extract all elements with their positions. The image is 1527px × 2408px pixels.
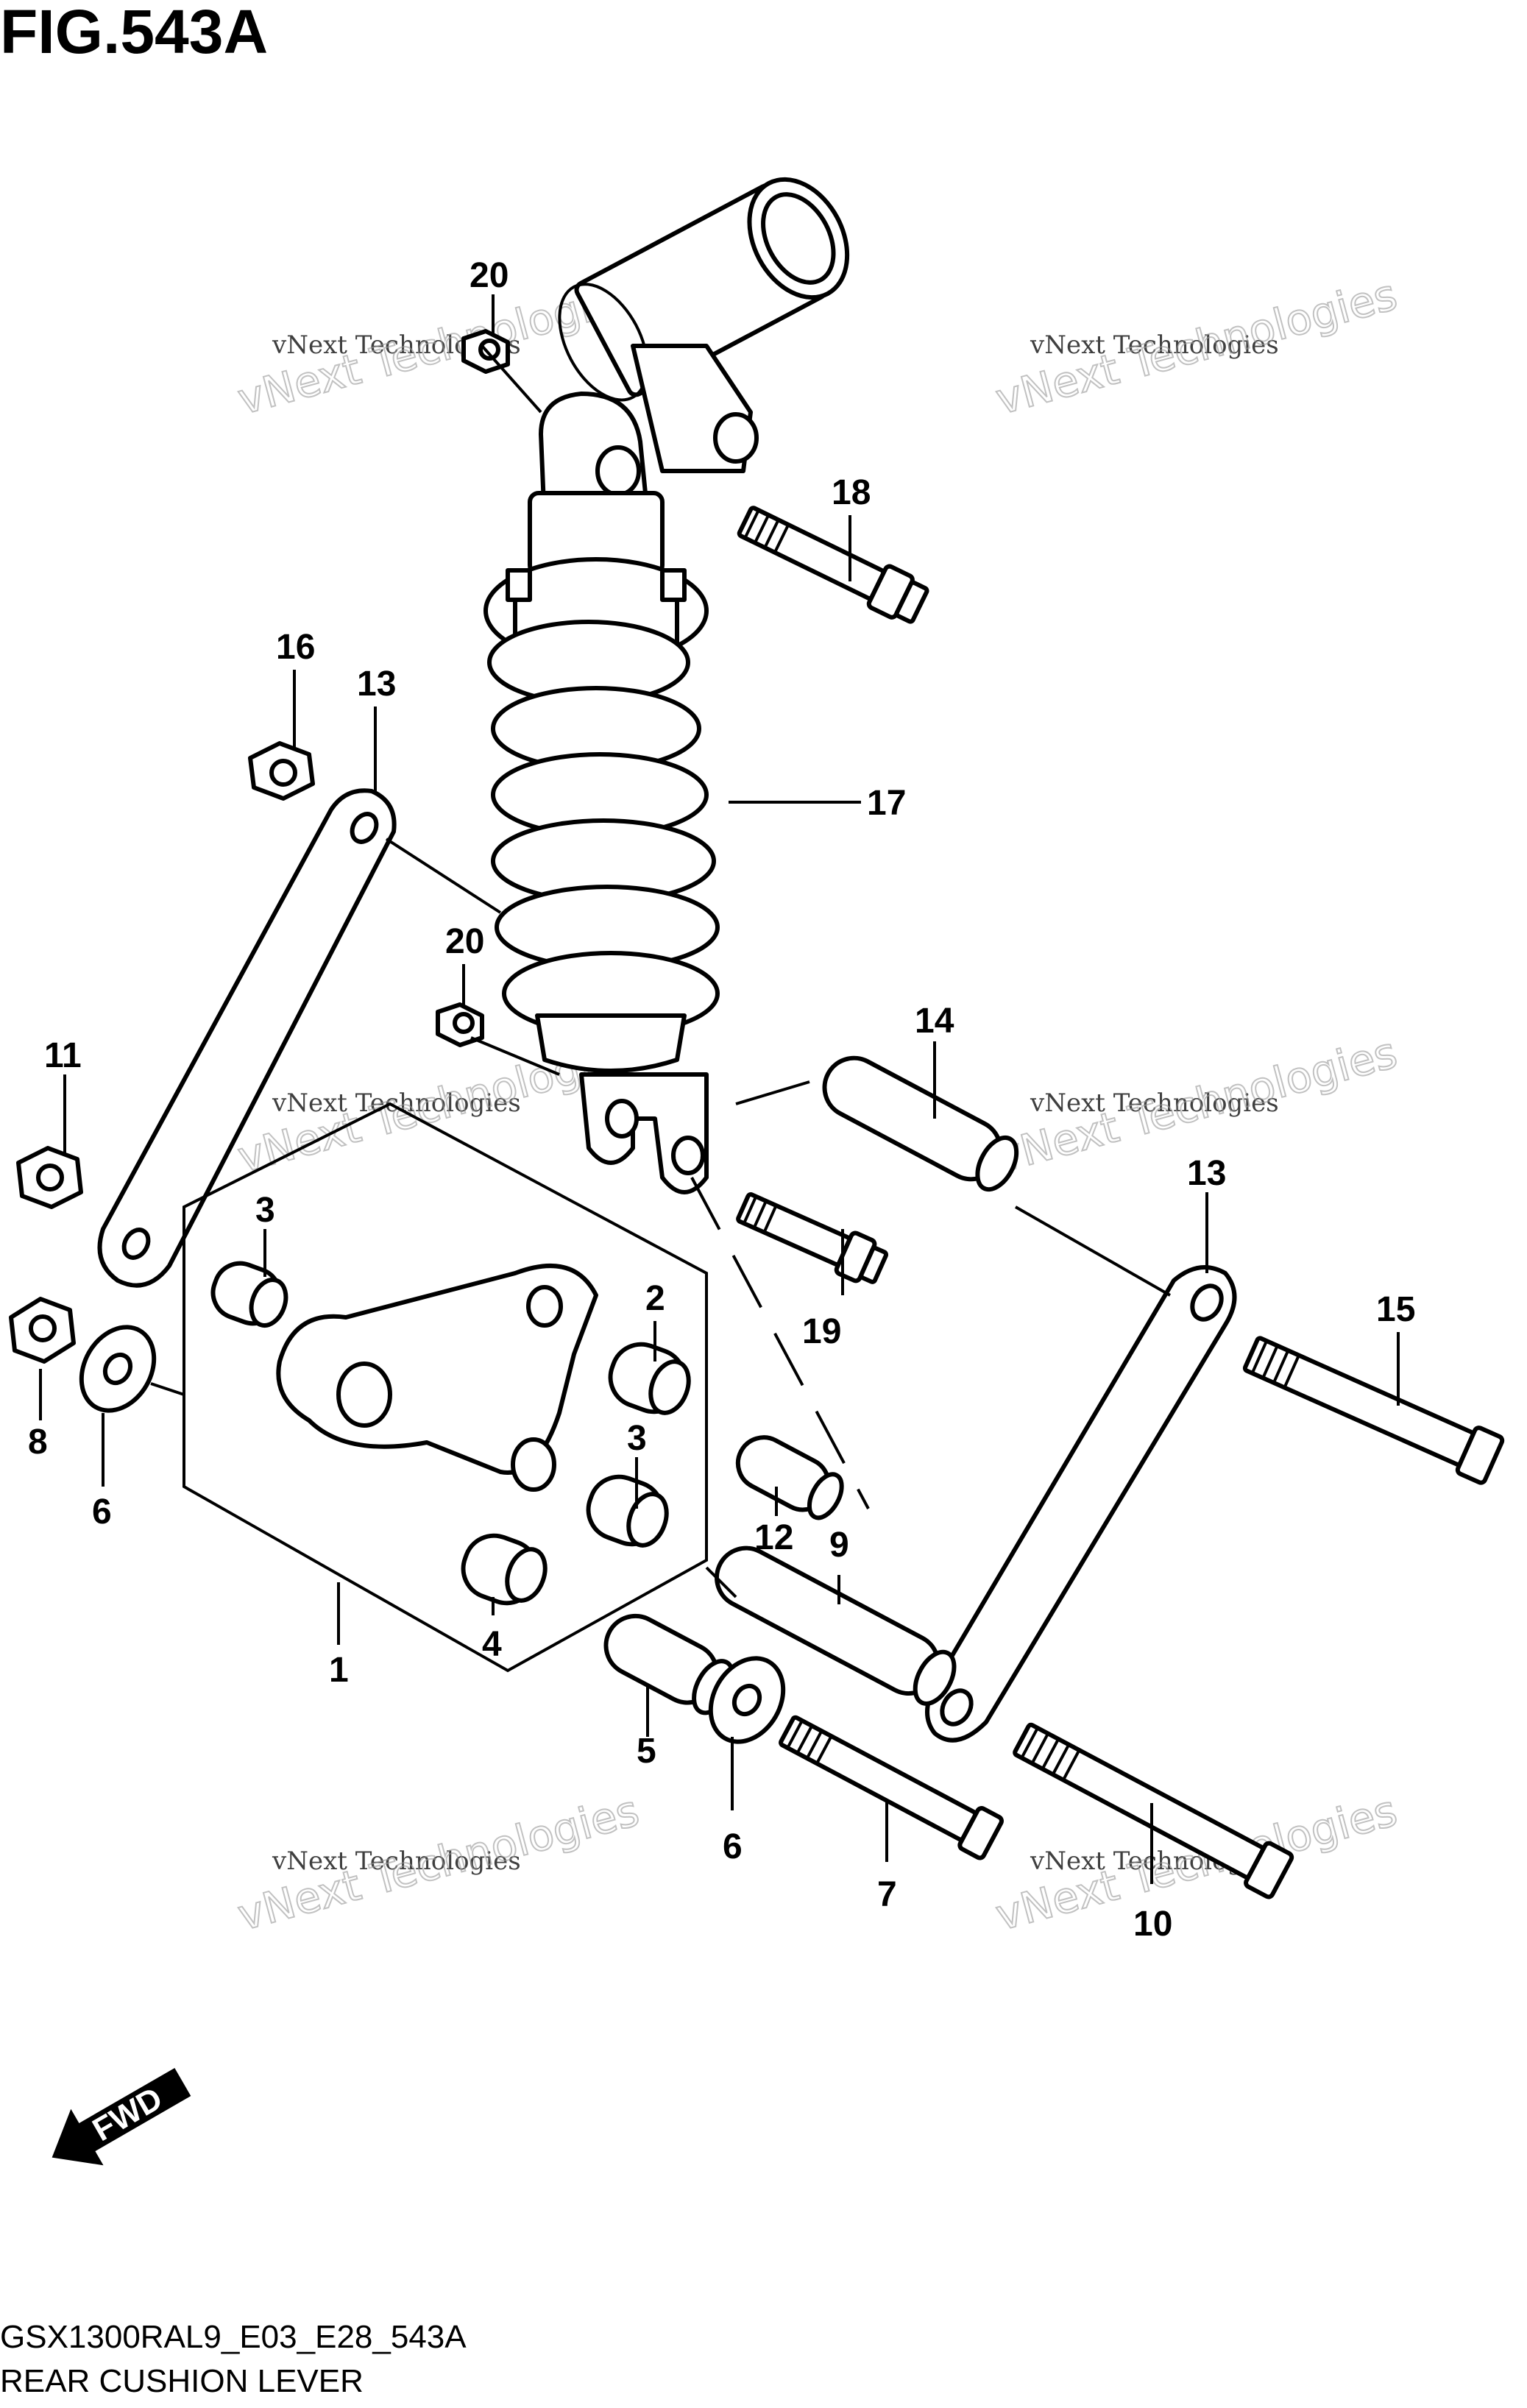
coil-spring [487, 620, 720, 1036]
washer-6-left [79, 1325, 157, 1413]
bearing-3-lower [586, 1474, 669, 1548]
tie-rod-13-right [925, 1265, 1237, 1743]
nut-16 [248, 741, 315, 801]
nut-8 [9, 1297, 76, 1364]
assembly-lines [150, 344, 1171, 1598]
callout-20-top: 20 [470, 256, 509, 295]
svg-text:vNext Technologies: vNext Technologies [1030, 330, 1279, 360]
callout-20-lower: 20 [445, 922, 484, 961]
callout-3-upper: 3 [255, 1191, 275, 1230]
cushion-lever-assembly [183, 1102, 708, 1673]
bolt-10 [1013, 1722, 1294, 1899]
figure-title: FIG.543A [0, 0, 268, 66]
spacer-9 [715, 1545, 957, 1706]
callout-13-right: 13 [1187, 1154, 1226, 1193]
callout-3-lower: 3 [627, 1419, 647, 1458]
bearing-4 [461, 1533, 548, 1606]
svg-text:vNext Technologies: vNext Technologies [272, 1846, 521, 1876]
callout-10: 10 [1133, 1905, 1172, 1944]
nut-11 [16, 1146, 83, 1209]
watermark-group: vNext Technologies vNext Technologies vN… [232, 269, 1403, 1941]
bolt-18 [737, 506, 929, 624]
nut-20-lower [436, 1002, 484, 1047]
callout-18: 18 [832, 473, 871, 512]
callout-9: 9 [829, 1526, 849, 1565]
callout-6-right: 6 [723, 1827, 743, 1866]
callout-1: 1 [329, 1651, 349, 1690]
watermark: vNext Technologies vNext Technologies [232, 1785, 645, 1941]
bearing-3-upper [210, 1261, 288, 1328]
callout-14: 14 [915, 1002, 954, 1041]
callout-15: 15 [1376, 1290, 1415, 1329]
callout-19: 19 [802, 1312, 841, 1351]
callout-17: 17 [867, 784, 906, 823]
svg-text:vNext Technologies: vNext Technologies [272, 1088, 521, 1118]
washer-6-right [708, 1656, 786, 1744]
bolt-19 [736, 1192, 889, 1284]
callout-13-left: 13 [357, 665, 396, 704]
watermark: vNext Technologies vNext Technologies [990, 1785, 1403, 1941]
callout-2: 2 [645, 1279, 665, 1318]
spacer-14 [822, 1055, 1019, 1192]
bushing-2 [608, 1342, 691, 1415]
callout-16: 16 [276, 628, 315, 667]
bolt-7 [779, 1715, 1004, 1860]
rear-shock-absorber [483, 177, 850, 1194]
bolt-15 [1242, 1336, 1505, 1485]
callout-11: 11 [44, 1036, 82, 1075]
svg-text:vNext Technologies: vNext Technologies [1030, 1088, 1279, 1118]
figure-name: REAR CUSHION LEVER [0, 2363, 364, 2399]
fwd-arrow-icon: FWD [52, 2067, 191, 2166]
callout-7: 7 [877, 1875, 897, 1914]
callout-4: 4 [482, 1625, 502, 1664]
callout-12: 12 [754, 1518, 793, 1557]
tie-rod-13-left [97, 788, 397, 1288]
svg-text:FWD: FWD [87, 2081, 169, 2149]
spacer-12 [735, 1435, 844, 1520]
callout-8: 8 [28, 1423, 48, 1462]
callout-5: 5 [637, 1732, 656, 1771]
figure-code: GSX1300RAL9_E03_E28_543A [0, 2319, 467, 2355]
callout-labels: 20 18 16 13 17 20 14 11 13 3 19 2 15 8 6… [28, 256, 1415, 1944]
callout-6-left: 6 [92, 1492, 112, 1531]
callout-leaders [39, 294, 1400, 1884]
watermark: vNext Technologies vNext Technologies [990, 269, 1403, 425]
